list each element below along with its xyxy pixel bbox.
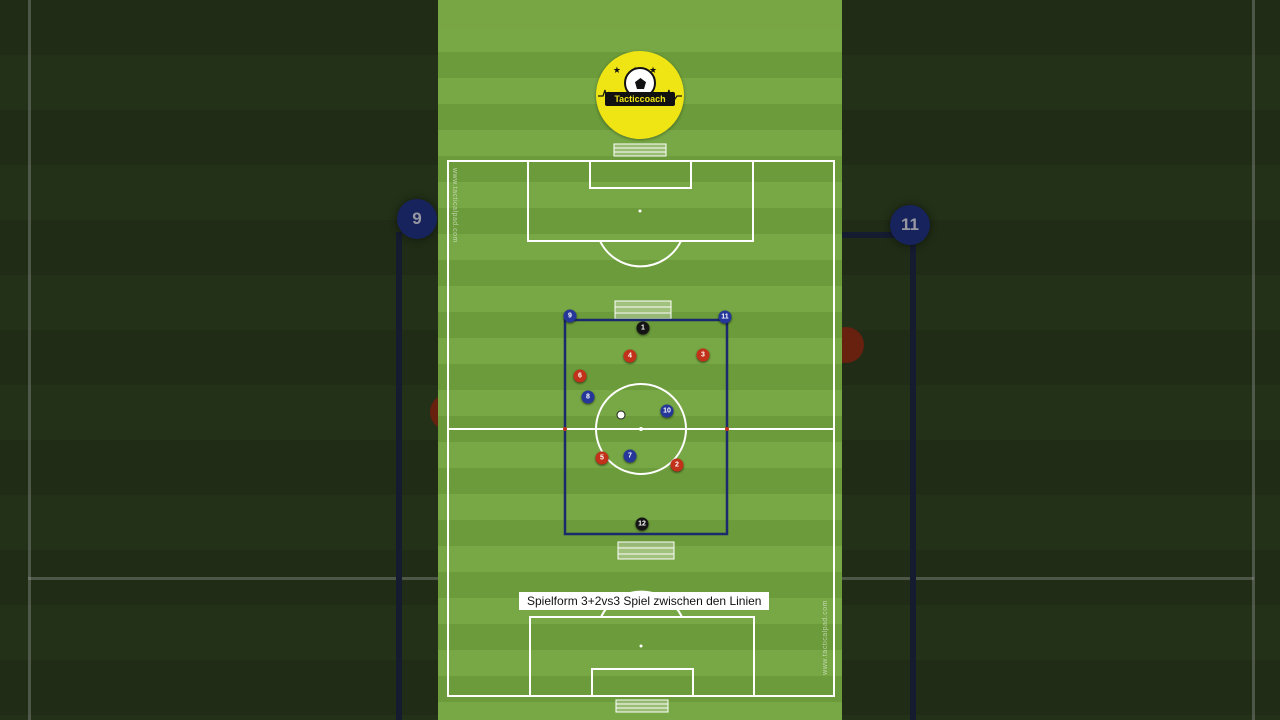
player-marker-red	[430, 394, 438, 430]
zone-marker	[725, 427, 729, 431]
player-marker: 11	[890, 205, 930, 245]
penalty-spot	[638, 209, 642, 213]
player-marker-red	[842, 327, 864, 363]
goal-area-top	[589, 160, 692, 189]
blue-player: 7	[623, 449, 637, 463]
drill-caption: Spielform 3+2vs3 Spiel zwischen den Lini…	[519, 592, 770, 610]
watermark-bottom: www.tacticalpad.com	[822, 600, 829, 675]
red-player: 6	[573, 369, 587, 383]
center-circle	[595, 383, 687, 475]
mini-goal-top	[614, 300, 672, 320]
zone-marker	[563, 427, 567, 431]
player-marker: 9	[397, 199, 437, 239]
red-player: 5	[595, 451, 609, 465]
blue-player: 8	[581, 390, 595, 404]
ball-icon	[616, 410, 626, 420]
pitch-drawing	[447, 143, 835, 713]
zone-border	[910, 232, 916, 720]
background-right-blurred: 11	[842, 0, 1280, 720]
tacticcoach-logo: ★★★ Tacticcoach	[596, 51, 684, 139]
top-strip	[438, 0, 842, 30]
red-player: 3	[696, 348, 710, 362]
tactics-board: ★★★ Tacticcoach	[438, 0, 842, 720]
bottom-goal	[615, 699, 669, 713]
red-player: 4	[623, 349, 637, 363]
red-player: 2	[670, 458, 684, 472]
zone-border	[842, 232, 914, 238]
goalkeeper-bottom: 12	[635, 517, 649, 531]
halfway-line	[28, 577, 438, 580]
penalty-area-top	[527, 160, 754, 242]
sideline	[28, 0, 31, 720]
penalty-arc	[599, 240, 682, 268]
blue-player: 10	[660, 404, 674, 418]
penalty-area-bottom	[529, 616, 755, 697]
watermark-top: www.tacticalpad.com	[451, 168, 458, 243]
top-goal	[613, 143, 667, 157]
blue-player: 9	[563, 309, 577, 323]
penalty-spot	[639, 644, 643, 648]
mini-goal-bottom	[617, 541, 675, 560]
sideline	[1252, 0, 1255, 720]
logo-text: Tacticcoach	[605, 92, 675, 106]
goal-area-bottom	[591, 668, 694, 697]
zone-border	[396, 232, 402, 720]
halfway-line	[842, 577, 1254, 580]
center-spot	[639, 427, 643, 431]
blue-player: 11	[718, 310, 732, 324]
goalkeeper-top: 1	[636, 321, 650, 335]
background-left-blurred: 9	[0, 0, 438, 720]
